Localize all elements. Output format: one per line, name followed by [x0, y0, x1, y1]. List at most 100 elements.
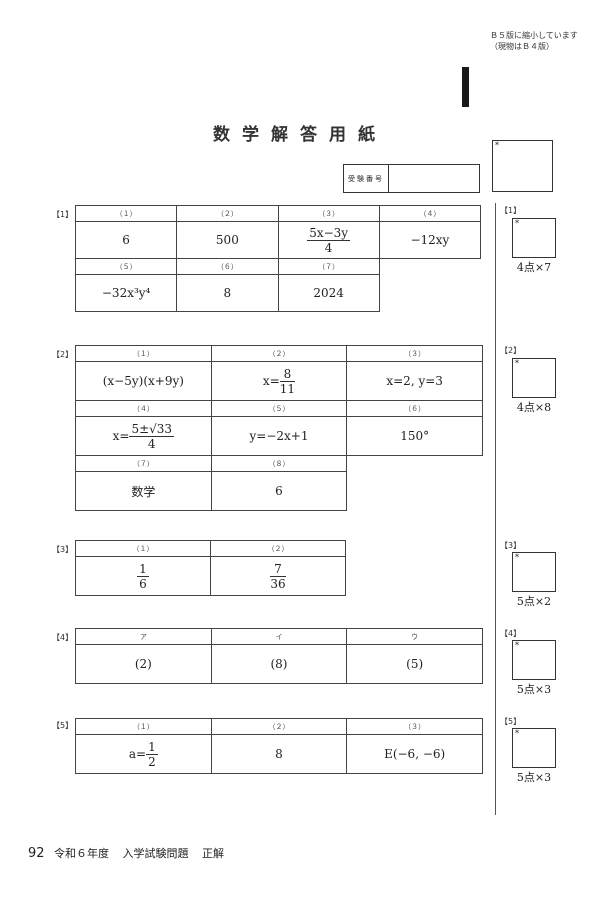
- answer-text: 6: [122, 233, 130, 247]
- registration-mark: [462, 67, 469, 107]
- answer-cell: (2): [75, 644, 212, 684]
- score-divider: [495, 203, 496, 815]
- score-section-label: 【3】: [500, 541, 522, 550]
- footer-kind: 正解: [202, 847, 225, 860]
- answer-cell: x=2, y=3: [346, 361, 483, 401]
- footer-doc: 入学試験問題: [122, 847, 189, 860]
- size-note-line2: （現物はＢ４版）: [490, 42, 554, 51]
- answer-text: 2024: [313, 286, 344, 300]
- score-box: *: [512, 218, 556, 258]
- answer-cell: (5): [346, 644, 483, 684]
- question-number: （１）: [75, 718, 212, 735]
- answer-text: E(−6, −6): [384, 747, 446, 761]
- answer-table-4: アイウ(2)(8)(5): [75, 628, 483, 684]
- score-box: *: [512, 552, 556, 592]
- question-number: （２）: [210, 718, 348, 735]
- score-allocation: 4点×8: [516, 401, 552, 414]
- page-title: 数学解答用紙: [213, 125, 387, 145]
- answer-cell: 6: [74, 221, 178, 259]
- question-number: （２）: [210, 540, 346, 557]
- header-row: （４）（５）（６）: [75, 400, 483, 417]
- question-number: イ: [210, 628, 348, 645]
- numerator: 5x−3y: [307, 225, 351, 241]
- star-mark: *: [515, 729, 519, 738]
- numerator: 8: [279, 367, 296, 382]
- score-allocation: 5点×3: [516, 683, 552, 696]
- denominator: 36: [270, 576, 286, 591]
- answer-cell: y=−2x+1: [210, 416, 348, 456]
- question-number: （７）: [75, 455, 212, 472]
- question-number: （５）: [210, 400, 348, 417]
- footer: 92 令和６年度 入学試験問題 正解: [28, 845, 234, 861]
- exam-number-box: 受験番号: [343, 164, 480, 193]
- answer-text: y=−2x+1: [249, 429, 309, 443]
- question-number: （４）: [75, 400, 212, 417]
- header-row: （５）（６）（７）: [74, 258, 481, 275]
- question-number: （２）: [176, 205, 279, 222]
- denominator: 4: [147, 436, 156, 451]
- denominator: 2: [148, 754, 156, 769]
- score-section-label: 【5】: [500, 717, 522, 726]
- score-section-label: 【1】: [500, 206, 522, 215]
- question-number: （１）: [75, 345, 212, 362]
- answer-cell: 6: [210, 471, 348, 511]
- total-score-box: *: [492, 140, 553, 192]
- score-section-label: 【4】: [500, 629, 522, 638]
- answer-cell: 150°: [346, 416, 483, 456]
- answer-prefix: a=: [128, 746, 147, 761]
- answer-text: (5): [406, 657, 424, 671]
- answer-cell: 2024: [277, 274, 380, 312]
- score-allocation: 4点×7: [516, 261, 552, 274]
- star-mark: *: [495, 141, 499, 150]
- numerator: 5±√33: [129, 421, 175, 437]
- section-label: 【2】: [52, 350, 74, 359]
- answer-cell: 500: [176, 221, 279, 259]
- answer-text: −12xy: [410, 233, 450, 247]
- numerator: 1: [146, 739, 158, 755]
- answer-cell: 8: [176, 274, 279, 312]
- header-row: （７）（８）: [75, 455, 483, 472]
- answer-cell: −32x³y⁴: [74, 274, 178, 312]
- answer-text: 8: [275, 747, 283, 761]
- score-allocation: 5点×3: [516, 771, 552, 784]
- score-box: *: [512, 728, 556, 768]
- question-number: ア: [75, 628, 212, 645]
- question-number: （３）: [277, 205, 380, 222]
- question-number: ウ: [346, 628, 483, 645]
- star-mark: *: [515, 641, 519, 650]
- question-number: [347, 456, 483, 472]
- answer-cell: (x−5y)(x+9y): [75, 361, 212, 401]
- answer-text: 500: [215, 233, 239, 247]
- question-number: [379, 259, 480, 275]
- answer-prefix: x=: [112, 428, 130, 443]
- exam-number-field[interactable]: [389, 165, 479, 192]
- numerator: 7: [270, 562, 286, 577]
- size-note: Ｂ５版に縮小しています （現物はＢ４版）: [490, 30, 578, 52]
- question-number: （３）: [346, 345, 483, 362]
- header-row: アイウ: [75, 628, 483, 645]
- question-number: （３）: [346, 718, 483, 735]
- question-number: （１）: [74, 205, 178, 222]
- answer-cell: 数学: [75, 471, 212, 511]
- answer-cell: −12xy: [378, 221, 482, 259]
- question-number: （８）: [210, 455, 348, 472]
- answer-cell: (8): [210, 644, 348, 684]
- question-number: （７）: [277, 258, 380, 275]
- size-note-line1: Ｂ５版に縮小しています: [490, 31, 578, 40]
- answer-text: (8): [270, 657, 288, 671]
